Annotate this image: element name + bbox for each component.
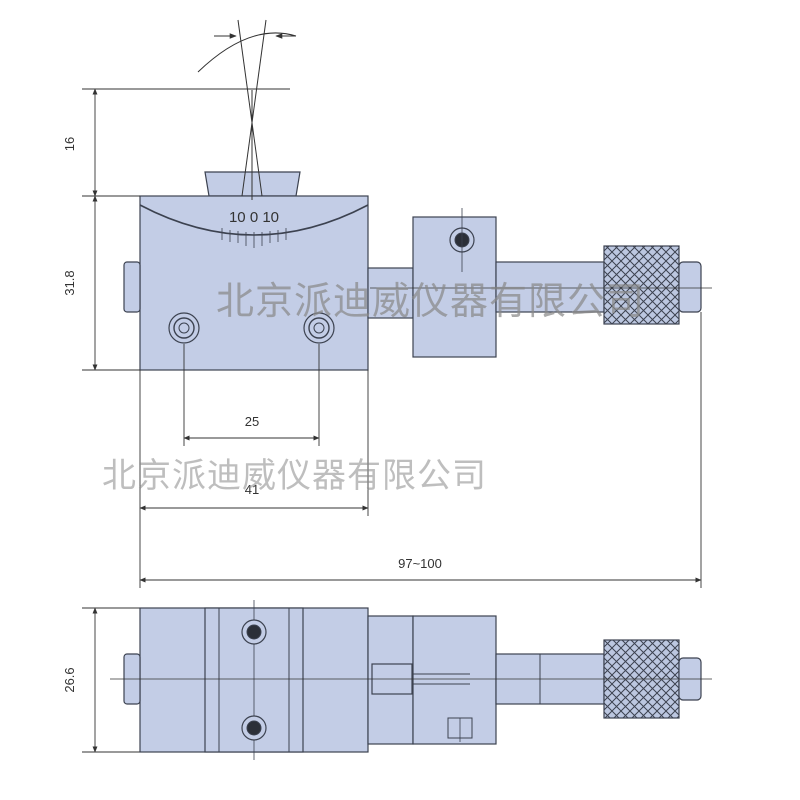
dim-body-width: 41 xyxy=(245,482,259,497)
main-body xyxy=(139,195,369,371)
front-view xyxy=(123,171,702,371)
bottom-hole-bottom xyxy=(241,715,267,741)
knurled-thimble xyxy=(603,245,680,325)
mount-block-hole xyxy=(449,208,475,272)
mount-hole-right xyxy=(303,312,335,344)
bottom-hole-top xyxy=(241,619,267,645)
connector xyxy=(367,267,414,319)
micrometer-barrel xyxy=(495,261,605,313)
dim-total-length: 97~100 xyxy=(398,556,442,571)
dim-height-top: 16 xyxy=(62,137,77,151)
rotation-lines xyxy=(197,19,297,200)
scale-label: 10 0 10 xyxy=(229,209,279,226)
dimension-lines xyxy=(82,88,702,753)
mount-hole-left xyxy=(168,312,200,344)
bottom-view xyxy=(123,607,702,753)
dim-height-body: 31.8 xyxy=(62,270,77,295)
scale-ticks xyxy=(221,228,287,248)
dim-hole-spacing: 25 xyxy=(245,414,259,429)
thimble-cap xyxy=(678,261,702,313)
dim-bottom-height: 26.6 xyxy=(62,667,77,692)
left-knob xyxy=(123,261,141,313)
